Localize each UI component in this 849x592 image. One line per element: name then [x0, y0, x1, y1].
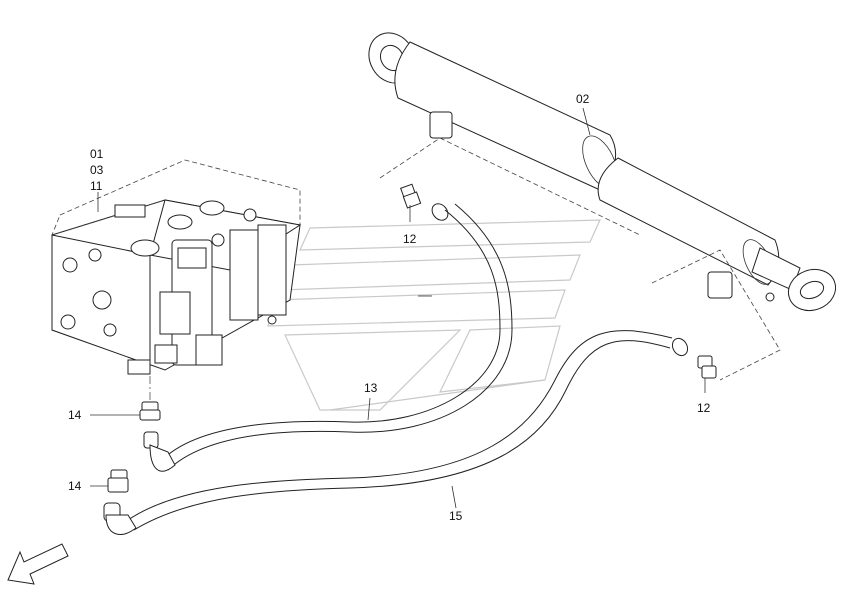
callout-14-lower: 14 — [68, 479, 82, 493]
leader-line — [367, 397, 371, 421]
callout-12-top: 12 — [403, 232, 417, 246]
hose-13 — [149, 203, 513, 472]
hose-15 — [105, 330, 673, 535]
callout-11: 11 — [90, 179, 103, 193]
construction-line — [379, 137, 641, 236]
fitting-12-right — [671, 337, 717, 379]
fitting-14-upper — [139, 401, 161, 449]
callout-02: 02 — [576, 92, 590, 106]
leader-line — [582, 107, 591, 136]
fitting-12-top — [400, 183, 449, 221]
construction-line — [651, 249, 781, 381]
callout-15: 15 — [449, 509, 463, 523]
callout-03: 03 — [90, 163, 104, 177]
callout-01: 01 — [90, 147, 104, 161]
leader-line — [451, 485, 457, 509]
fitting-14-lower — [103, 469, 129, 522]
valve-block — [51, 159, 302, 375]
callout-14-upper: 14 — [68, 408, 82, 422]
hydraulic-cylinder — [368, 32, 837, 312]
arrow-down-left-icon — [7, 543, 69, 585]
watermark-logo — [267, 219, 601, 411]
callout-12-right: 12 — [697, 401, 711, 415]
callout-13: 13 — [364, 381, 378, 395]
